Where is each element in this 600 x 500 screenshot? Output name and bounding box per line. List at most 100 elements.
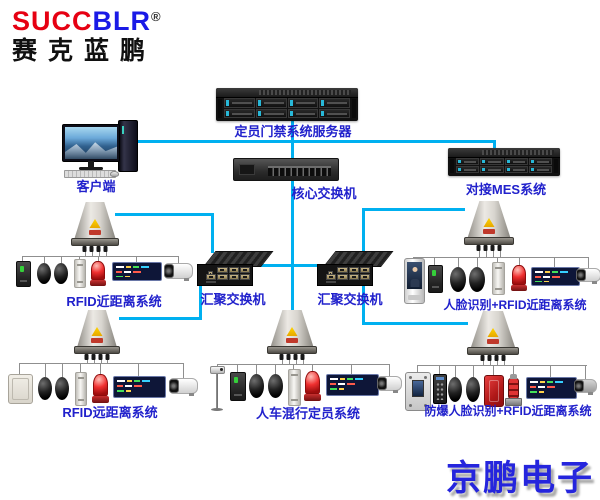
access-card-reader xyxy=(428,265,443,293)
device-wire xyxy=(497,357,498,365)
bullet-camera xyxy=(377,376,402,393)
rfid-card-pad xyxy=(8,374,33,404)
device-wire xyxy=(479,247,480,257)
device-wire xyxy=(256,364,257,374)
connection-line-mes-drop xyxy=(493,140,496,150)
connection-line-exproof-v xyxy=(362,286,365,325)
connection-line-rfid-far-h xyxy=(119,317,202,320)
device-wire xyxy=(477,257,478,267)
device-wire xyxy=(500,247,501,257)
device-wire xyxy=(296,356,297,364)
device-wire xyxy=(455,365,456,377)
device-wire xyxy=(80,363,81,372)
explosion-proof-beacon xyxy=(505,374,522,406)
device-wire xyxy=(217,364,389,365)
ir-sensor xyxy=(268,374,283,398)
label-agg-switch-right: 汇聚交换机 xyxy=(317,292,383,307)
label-rfid-near-system: RFID近距离系统 xyxy=(66,294,162,309)
ir-sensor xyxy=(450,267,466,292)
aggregation-switch-right xyxy=(317,251,394,287)
connection-line-rfid-far-v xyxy=(199,286,202,320)
label-client: 客户端 xyxy=(76,179,116,194)
connection-line-rfid-near-v xyxy=(211,213,214,253)
device-wire xyxy=(22,256,179,257)
label-rfid-far-system: RFID远距离系统 xyxy=(62,405,158,420)
ir-sensor xyxy=(37,263,51,284)
led-sign xyxy=(112,262,162,281)
company-logo: SUCCBLR® 赛克蓝鹏 xyxy=(12,8,162,65)
led-sign xyxy=(526,377,577,399)
ir-sensor xyxy=(54,263,68,284)
rfid-reader-antenna xyxy=(463,201,515,251)
device-wire xyxy=(585,365,586,379)
ir-sensor xyxy=(466,377,480,402)
ir-sensor xyxy=(38,377,52,400)
connection-line-main-vertical xyxy=(291,120,294,314)
device-wire xyxy=(351,364,352,374)
label-face-rfid-system: 人脸识别+RFID近距离系统 xyxy=(443,298,587,312)
connection-line-face-rfid-h xyxy=(362,208,465,211)
device-wire xyxy=(486,247,487,257)
device-wire xyxy=(19,363,20,374)
warning-triangle-icon xyxy=(91,327,103,336)
rfid-reader-antenna xyxy=(73,310,121,360)
device-wire xyxy=(458,257,459,267)
pc-tower xyxy=(118,120,138,172)
rack-server-occupancy xyxy=(216,88,358,121)
client-computer xyxy=(60,118,140,178)
column-sensor xyxy=(75,372,87,406)
device-wire xyxy=(588,257,589,268)
alarm-beacon xyxy=(90,261,106,286)
ir-sensor xyxy=(55,377,69,400)
alarm-beacon xyxy=(92,374,109,404)
device-wire xyxy=(289,356,290,364)
device-wire xyxy=(62,363,63,377)
ir-sensor xyxy=(469,267,485,292)
device-wire xyxy=(293,364,294,369)
column-sensor xyxy=(492,262,505,295)
ir-sensor xyxy=(448,377,462,402)
warning-triangle-icon xyxy=(483,218,495,227)
device-wire xyxy=(19,363,183,364)
connection-line-exproof-h xyxy=(362,322,468,325)
warning-triangle-icon xyxy=(286,327,298,336)
logo-company-name: 赛克蓝鹏 xyxy=(12,38,157,65)
device-wire xyxy=(22,256,23,261)
rack-server-mes xyxy=(448,148,560,176)
device-wire xyxy=(473,365,474,377)
warning-triangle-icon xyxy=(487,328,499,337)
device-wire xyxy=(312,364,313,371)
device-wire xyxy=(178,256,179,263)
bullet-camera xyxy=(164,263,193,281)
device-wire xyxy=(417,365,587,366)
pc-screen xyxy=(65,127,117,159)
logo-wordmark: SUCCBLR® xyxy=(12,8,162,35)
connection-line-face-rfid-v xyxy=(362,208,365,253)
device-wire xyxy=(439,365,440,374)
explosion-proof-panel xyxy=(484,375,504,407)
label-core-switch: 核心交换机 xyxy=(291,186,357,201)
device-wire xyxy=(237,364,238,372)
device-wire xyxy=(493,365,494,375)
device-wire xyxy=(275,364,276,374)
pole-camera xyxy=(209,366,225,411)
column-sensor xyxy=(288,369,301,406)
label-exproof-system: 防爆人脸识别+RFID近距离系统 xyxy=(424,404,592,418)
face-recognition-terminal xyxy=(404,258,425,304)
pc-monitor xyxy=(62,124,120,170)
label-mixed-flow-system: 人车混行定员系统 xyxy=(255,406,361,421)
device-wire xyxy=(417,365,418,372)
device-wire xyxy=(493,247,494,257)
device-wire xyxy=(138,363,139,376)
led-sign xyxy=(113,376,166,398)
device-wire xyxy=(483,357,484,365)
rfid-reader-antenna xyxy=(466,311,520,361)
device-wire xyxy=(100,363,101,374)
logo-text-red: SUCC xyxy=(12,6,93,36)
led-sign xyxy=(531,267,580,286)
bullet-camera xyxy=(169,378,198,396)
access-card-reader xyxy=(16,261,31,287)
access-card-reader xyxy=(230,372,246,401)
alarm-beacon xyxy=(304,371,321,401)
